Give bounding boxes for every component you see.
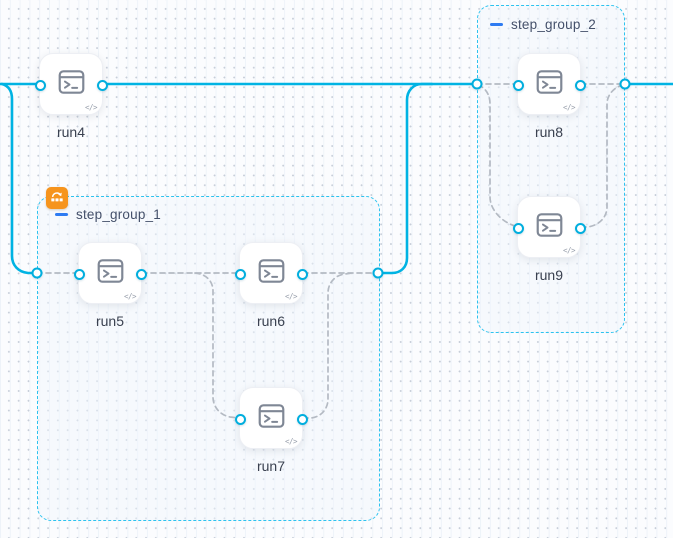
code-icon: </>	[562, 103, 576, 112]
group-title: step_group_1	[76, 207, 161, 222]
edge-group2in-run9[interactable]	[477, 84, 518, 228]
terminal-icon	[258, 403, 285, 433]
port-run9-out[interactable]	[574, 222, 586, 234]
code-icon: </>	[562, 246, 576, 255]
node-run7[interactable]: </> run7	[234, 387, 308, 474]
node-run6[interactable]: </> run6	[234, 242, 308, 329]
port-run6-in[interactable]	[234, 268, 246, 280]
port-run9-in[interactable]	[512, 222, 524, 234]
edge-step-group-1-step-group-2[interactable]	[376, 82, 434, 275]
node-label: run8	[534, 124, 564, 140]
node-label: run7	[256, 458, 286, 474]
port-run7-out[interactable]	[296, 413, 308, 425]
port-run4-out[interactable]	[96, 79, 108, 91]
code-icon: </>	[123, 292, 137, 301]
port-step-group-1-in[interactable]	[31, 267, 43, 279]
code-icon: </>	[284, 437, 298, 446]
edge-run9-group2out[interactable]	[580, 83, 626, 228]
node-label: run9	[534, 267, 564, 283]
port-run4-in[interactable]	[34, 79, 46, 91]
node-label: run4	[56, 124, 86, 140]
edge-run5-run7[interactable]	[194, 272, 240, 419]
group-title: step_group_2	[511, 17, 596, 32]
port-run5-in[interactable]	[73, 268, 85, 280]
terminal-icon	[58, 69, 85, 99]
collapse-group-icon[interactable]	[490, 23, 503, 26]
port-run8-out[interactable]	[574, 79, 586, 91]
terminal-icon	[258, 258, 285, 288]
node-run4[interactable]: </> run4	[34, 53, 108, 140]
port-run6-out[interactable]	[296, 268, 308, 280]
edge-run7-group1out[interactable]	[302, 272, 353, 419]
code-icon: </>	[284, 292, 298, 301]
node-run5[interactable]: </> run5	[73, 242, 147, 329]
toolbox-badge-icon	[46, 187, 68, 209]
code-icon: </>	[84, 103, 98, 112]
port-step-group-2-out[interactable]	[619, 78, 631, 90]
edge-input-step-group-1[interactable]	[0, 82, 39, 275]
node-run8[interactable]: </> run8	[512, 53, 586, 140]
node-label: run5	[95, 313, 125, 329]
port-step-group-1-out[interactable]	[372, 267, 384, 279]
port-step-group-2-in[interactable]	[471, 78, 483, 90]
terminal-icon	[536, 212, 563, 242]
node-run9[interactable]: </> run9	[512, 196, 586, 283]
port-run7-in[interactable]	[234, 413, 246, 425]
port-run8-in[interactable]	[512, 79, 524, 91]
port-run5-out[interactable]	[135, 268, 147, 280]
collapse-group-icon[interactable]	[55, 213, 68, 216]
terminal-icon	[97, 258, 124, 288]
terminal-icon	[536, 69, 563, 99]
node-label: run6	[256, 313, 286, 329]
